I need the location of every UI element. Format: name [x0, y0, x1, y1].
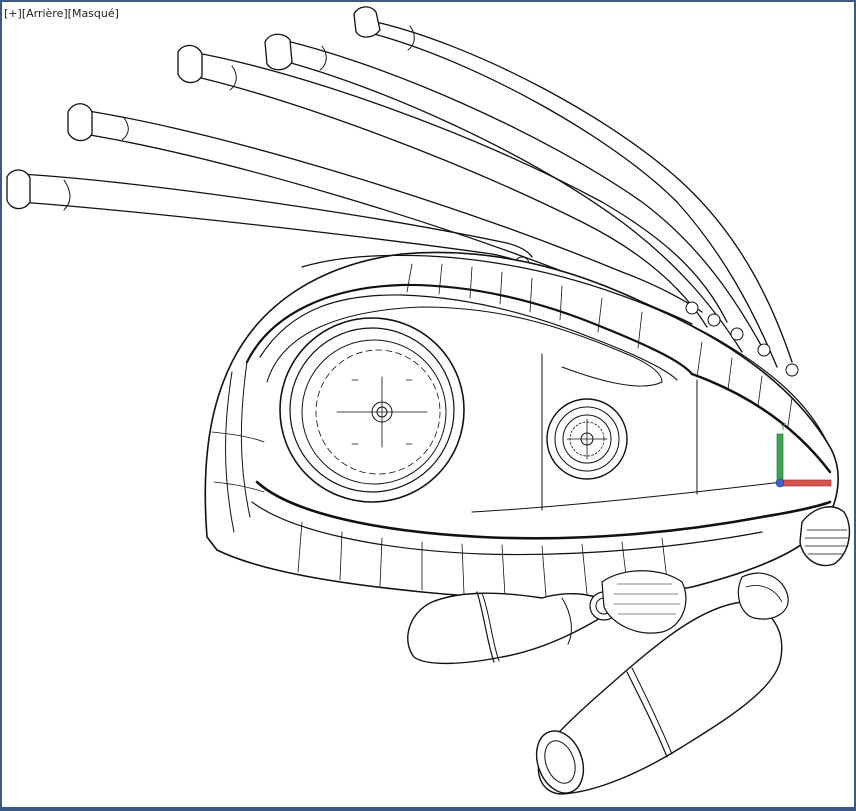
ucs-icon: Y	[775, 422, 832, 488]
view-cube-control[interactable]: [Arrière]	[21, 7, 68, 20]
viewport-menu-control[interactable]: [+]	[4, 7, 22, 20]
legs-group	[407, 570, 789, 795]
visual-style-control[interactable]: [Masqué]	[67, 7, 119, 20]
large-eye-lens	[279, 317, 465, 503]
viewport-controls: [+][Arrière][Masqué]	[4, 7, 119, 20]
svg-text:Y: Y	[779, 422, 787, 433]
small-eye-lens	[546, 398, 628, 480]
antennae-group	[6, 6, 799, 377]
